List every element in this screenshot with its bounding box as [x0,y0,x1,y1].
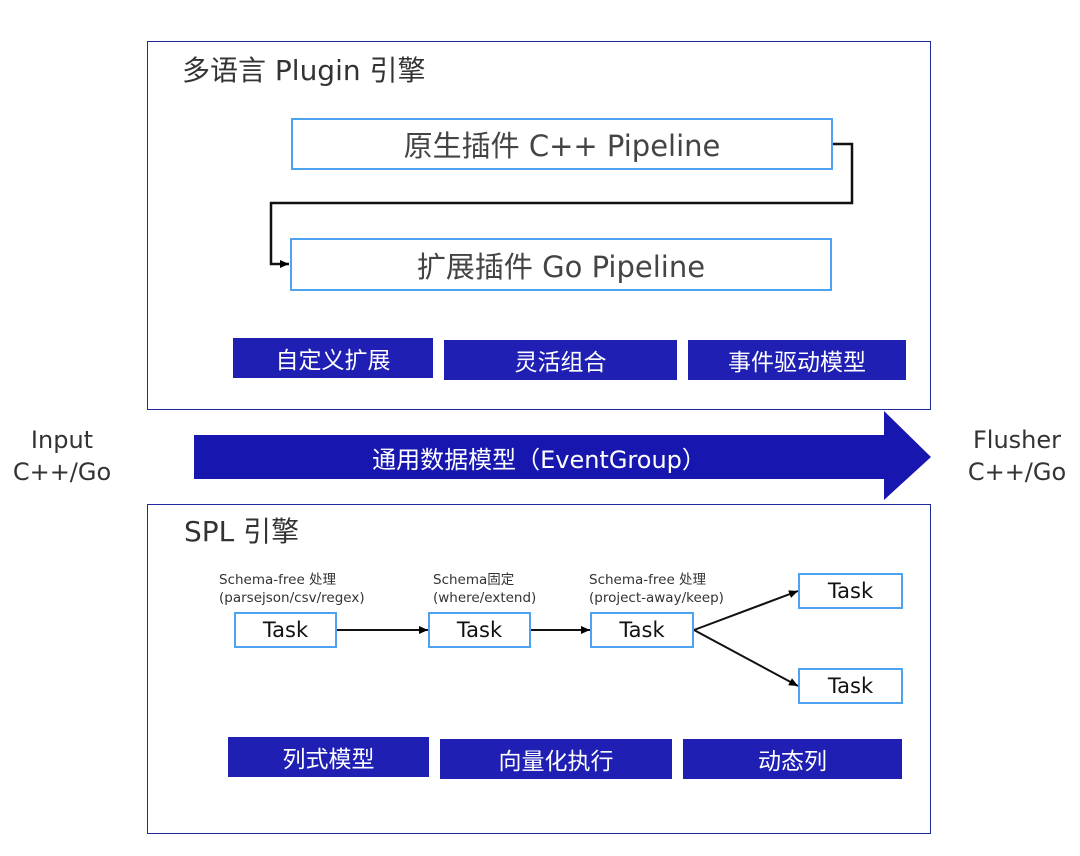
stage-3-caption-line1: Schema-free 处理 [589,572,707,588]
flusher-label-line1: Flusher [972,426,1062,454]
feature-tag-event-driven-model: 事件驱动模型 [688,340,906,380]
plugin-engine-title: 多语言 Plugin 引擎 [182,54,426,87]
feature-tag-custom-extension: 自定义扩展 [233,338,433,378]
task-box-output-2: Task [798,668,903,704]
feature-tag-columnar-model: 列式模型 [228,737,429,777]
feature-tag-vectorized-execution: 向量化执行 [440,739,672,779]
spl-edge-3 [693,590,799,631]
spl-edge-4 [693,629,799,687]
task-box-stage-3: Task [590,612,694,648]
plugin-engine-panel [147,41,931,410]
input-label: Input C++/Go [6,424,118,488]
event-group-band-label: 通用数据模型（EventGroup） [372,445,706,474]
feature-tag-flexible-combination: 灵活组合 [444,340,677,380]
stage-2-caption-line1: Schema固定 [433,572,515,588]
native-pipeline-box: 原生插件 C++ Pipeline [291,118,833,170]
flusher-label-line2: C++/Go [967,458,1067,486]
task-box-stage-1: Task [234,612,337,648]
stage-1-caption-line2: (parsejson/csv/regex) [219,590,365,606]
extension-pipeline-box: 扩展插件 Go Pipeline [290,238,832,291]
task-box-stage-2: Task [428,612,531,648]
pipeline-connector [269,142,854,268]
stage-1-caption-line1: Schema-free 处理 [219,572,337,588]
task-box-output-1: Task [798,573,903,609]
spl-engine-title: SPL 引擎 [184,515,300,548]
input-label-line1: Input [30,426,94,454]
stage-3-caption-line2: (project-away/keep) [589,590,724,606]
event-group-band-arrow [194,411,931,500]
flusher-label: Flusher C++/Go [960,424,1074,488]
stage-3-caption: Schema-free 处理 (project-away/keep) [589,571,724,607]
feature-tag-dynamic-columns: 动态列 [683,739,902,779]
stage-2-caption: Schema固定 (where/extend) [433,571,536,607]
input-label-line2: C++/Go [12,458,112,486]
stage-1-caption: Schema-free 处理 (parsejson/csv/regex) [219,571,365,607]
stage-2-caption-line2: (where/extend) [433,590,537,606]
spl-engine-panel [147,504,931,834]
